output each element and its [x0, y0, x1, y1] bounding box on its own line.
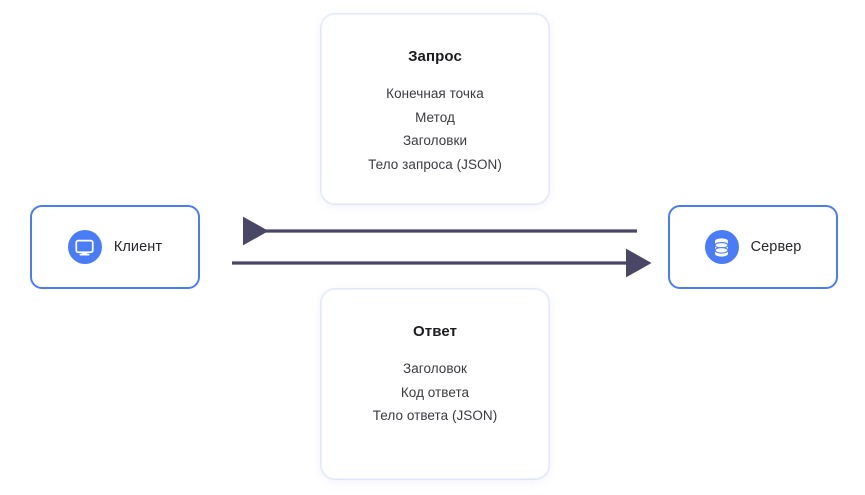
card-request-line: Заголовки: [402, 133, 468, 148]
card-response-line: Код ответа: [400, 384, 470, 400]
card-request-line: Конечная точка: [386, 86, 484, 101]
card-response-lines: Заголовок Код ответа Тело ответа (JSON): [322, 357, 548, 428]
card-request-line: Метод: [415, 109, 455, 125]
card-response: Ответ Заголовок Код ответа Тело ответа (…: [321, 289, 549, 479]
desktop-monitor-icon: [67, 230, 102, 264]
node-client-label: Клиент: [113, 239, 163, 255]
database-icon: [704, 230, 739, 264]
card-request-lines: Конечная точка Метод Заголовки Тело запр…: [322, 82, 548, 176]
node-server-label: Сервер: [750, 239, 802, 255]
card-response-line: Тело ответа (JSON): [372, 408, 498, 423]
card-request: Запрос Конечная точка Метод Заголовки Те…: [321, 14, 549, 204]
card-response-line: Заголовок: [403, 361, 467, 376]
card-request-title: Запрос: [408, 48, 462, 65]
node-server[interactable]: Сервер: [668, 205, 838, 289]
node-client[interactable]: Клиент: [30, 205, 200, 289]
card-response-title: Ответ: [412, 323, 458, 340]
card-request-line: Тело запроса (JSON): [368, 156, 502, 172]
